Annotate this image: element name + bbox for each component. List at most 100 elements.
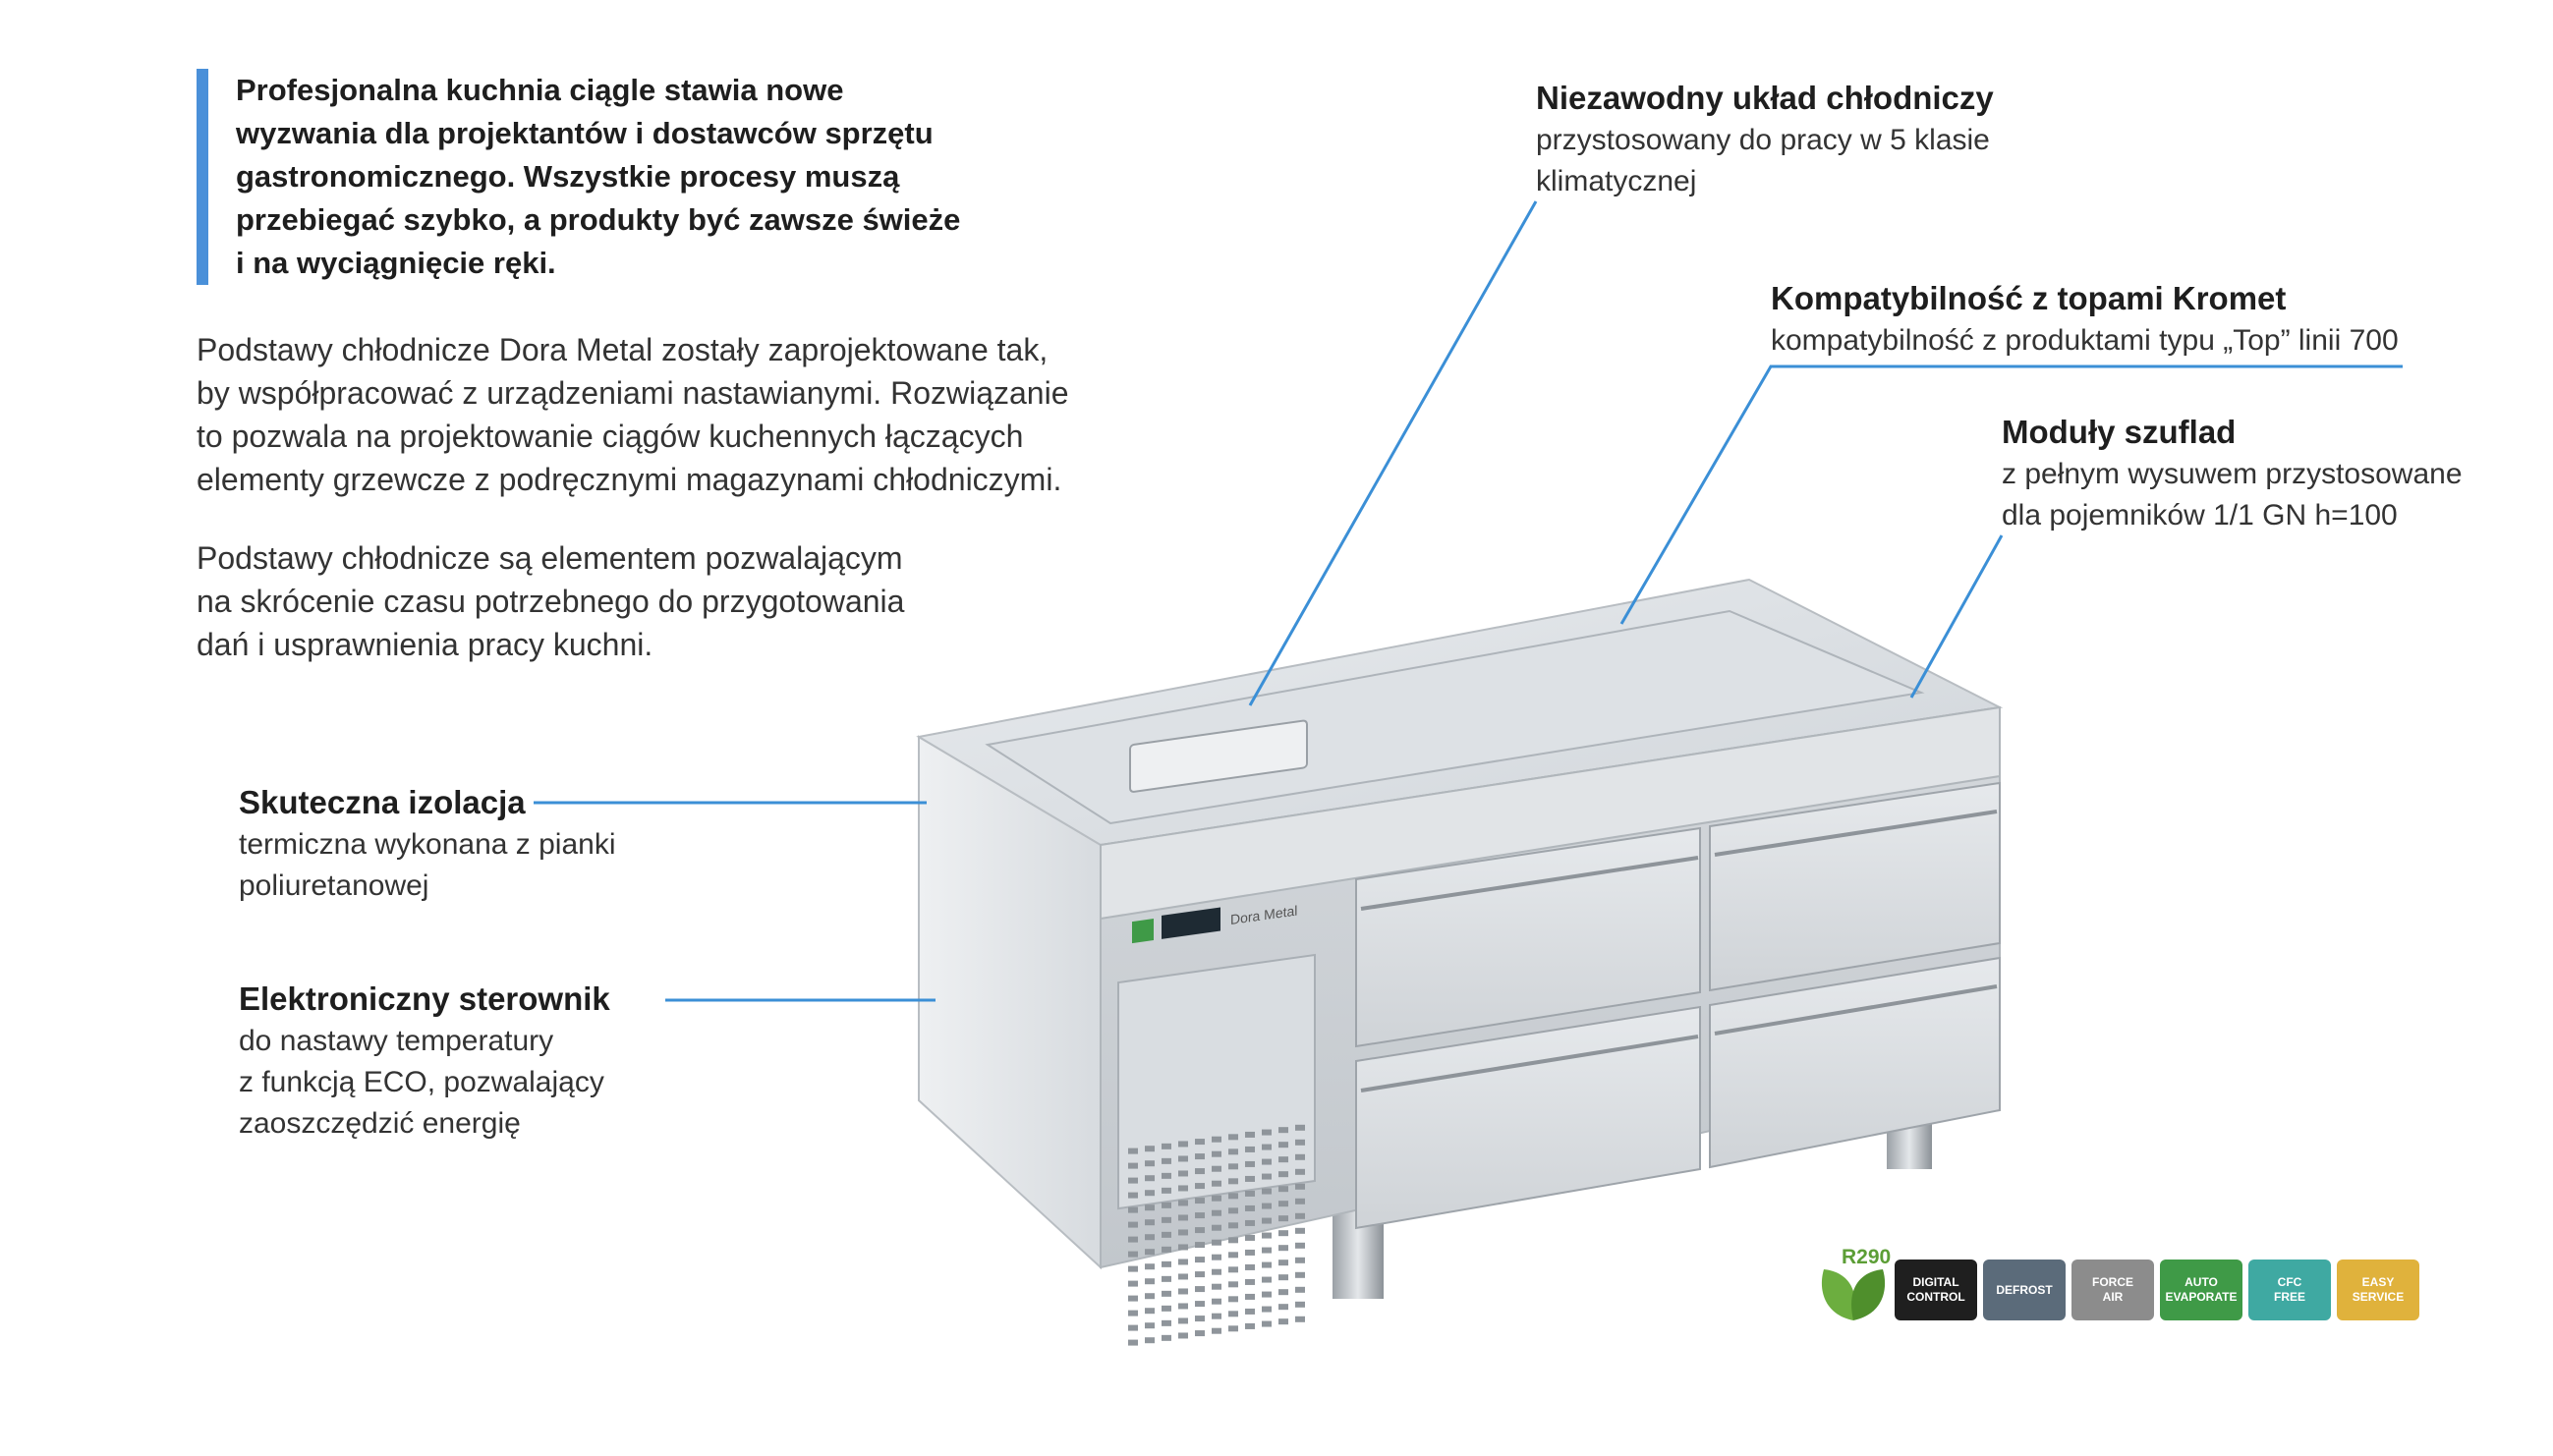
r290-label: R290 (1842, 1246, 1892, 1268)
grille-slot (1212, 1150, 1221, 1157)
grille-slot (1245, 1278, 1255, 1285)
grille-slot (1162, 1202, 1171, 1208)
grille-slot (1178, 1303, 1188, 1310)
intro-line: i na wyciągnięcie ręki. (236, 246, 556, 280)
grille-slot (1245, 1190, 1255, 1197)
badge-label: SERVICE (2352, 1290, 2405, 1304)
grille-slot (1245, 1322, 1255, 1329)
grille-slot (1212, 1313, 1221, 1319)
callout-line-drawers (1909, 534, 2004, 699)
grille-slot (1212, 1180, 1221, 1187)
grille-slot (1128, 1280, 1138, 1287)
grille-slot (1245, 1160, 1255, 1167)
grille-slot (1178, 1332, 1188, 1339)
grille-slot (1145, 1160, 1155, 1167)
grille-slot (1245, 1146, 1255, 1152)
grille-slot (1128, 1236, 1138, 1243)
grille-slot (1178, 1273, 1188, 1280)
grille-slot (1128, 1339, 1138, 1346)
feature-line: z pełnym wysuwem przystosowane (2002, 458, 2463, 490)
grille-slot (1245, 1263, 1255, 1270)
feature-line: kompatybilność z produktami typu „Top” l… (1771, 324, 2399, 357)
feature-line: klimatycznej (1536, 165, 1697, 197)
grille-slot (1278, 1260, 1288, 1266)
grille-slot (1128, 1221, 1138, 1228)
feature-line: poliuretanowej (239, 869, 429, 902)
grille-slot (1228, 1163, 1238, 1170)
grille-slot (1228, 1252, 1238, 1259)
grille-slot (1145, 1293, 1155, 1300)
grille-slot (1162, 1216, 1171, 1223)
feature-title: Niezawodny układ chłodniczy (1536, 80, 1994, 116)
grille-slot (1195, 1139, 1205, 1146)
intro-line: gastronomicznego. Wszystkie procesy musz… (236, 159, 900, 194)
grille-slot (1195, 1153, 1205, 1160)
feature-line: dla pojemników 1/1 GN h=100 (2002, 499, 2398, 532)
grille-slot (1145, 1190, 1155, 1197)
grille-slot (1162, 1231, 1171, 1238)
grille-slot (1145, 1322, 1155, 1329)
grille-slot (1262, 1173, 1272, 1180)
grille-slot (1295, 1153, 1305, 1160)
grille-slot (1245, 1308, 1255, 1315)
grille-slot (1262, 1203, 1272, 1209)
grille-slot (1278, 1289, 1288, 1296)
grille-slot (1228, 1207, 1238, 1214)
grille-slot (1128, 1162, 1138, 1169)
grille-slot (1295, 1212, 1305, 1219)
grille-slot (1228, 1178, 1238, 1185)
grille-slot (1295, 1183, 1305, 1190)
grille-slot (1178, 1170, 1188, 1177)
grille-slot (1295, 1168, 1305, 1175)
feature-badge: DEFROST (1983, 1260, 2066, 1320)
body-paragraph-1: Podstawy chłodnicze Dora Metal zostały z… (197, 328, 1140, 501)
grille-slot (1212, 1224, 1221, 1231)
grille-slot (1145, 1234, 1155, 1241)
grille-slot (1195, 1330, 1205, 1337)
badge-label: CFC (2277, 1275, 2302, 1289)
grille-slot (1195, 1257, 1205, 1263)
grille-slot (1228, 1325, 1238, 1332)
grille-slot (1262, 1276, 1272, 1283)
grille-slot (1295, 1257, 1305, 1263)
badge-label: DEFROST (1996, 1282, 2053, 1297)
body-line: to pozwala na projektowanie ciągów kuche… (197, 419, 1024, 454)
grille-slot (1228, 1148, 1238, 1155)
grille-slot (1262, 1129, 1272, 1136)
grille-slot (1295, 1301, 1305, 1308)
grille-slot (1145, 1175, 1155, 1182)
grille-slot (1212, 1165, 1221, 1172)
body-paragraph-2: Podstawy chłodnicze są elementem pozwala… (197, 536, 983, 666)
grille-slot (1278, 1186, 1288, 1193)
badge-label: EASY (2361, 1275, 2395, 1289)
grille-slot (1145, 1308, 1155, 1315)
feature-cooling: Niezawodny układ chłodniczy przystosowan… (1536, 77, 1994, 202)
badge-label: DIGITAL (1912, 1275, 1959, 1289)
intro-line: wyzwania dla projektantów i dostawców sp… (236, 116, 934, 150)
grille-slot (1245, 1175, 1255, 1182)
feature-compatibility: Kompatybilność z topami Kromet kompatybi… (1771, 277, 2399, 362)
body-line: by współpracować z urządzeniami nastawia… (197, 375, 1069, 411)
feature-line: zaoszczędzić energię (239, 1107, 521, 1140)
feature-drawers: Moduły szuflad z pełnym wysuwem przystos… (2002, 411, 2463, 536)
drawer-bottom-right (1709, 956, 2001, 1169)
controller-display (1162, 907, 1220, 939)
grille-slot (1212, 1268, 1221, 1275)
grille-slot (1128, 1192, 1138, 1199)
grille-slot (1228, 1296, 1238, 1303)
r290-leaf-icon (1821, 1269, 1886, 1320)
grille-slot (1178, 1200, 1188, 1206)
grille-slot (1128, 1310, 1138, 1316)
grille-slot (1162, 1290, 1171, 1297)
badge-label: FREE (2273, 1290, 2305, 1304)
grille-slot (1178, 1214, 1188, 1221)
grille-slot (1228, 1281, 1238, 1288)
grille-slot (1128, 1251, 1138, 1258)
grille-slot (1128, 1295, 1138, 1302)
badge-label: CONTROL (1906, 1290, 1965, 1304)
badge-label: AIR (2102, 1290, 2124, 1304)
grille-slot (1162, 1260, 1171, 1267)
grille-slot (1228, 1266, 1238, 1273)
